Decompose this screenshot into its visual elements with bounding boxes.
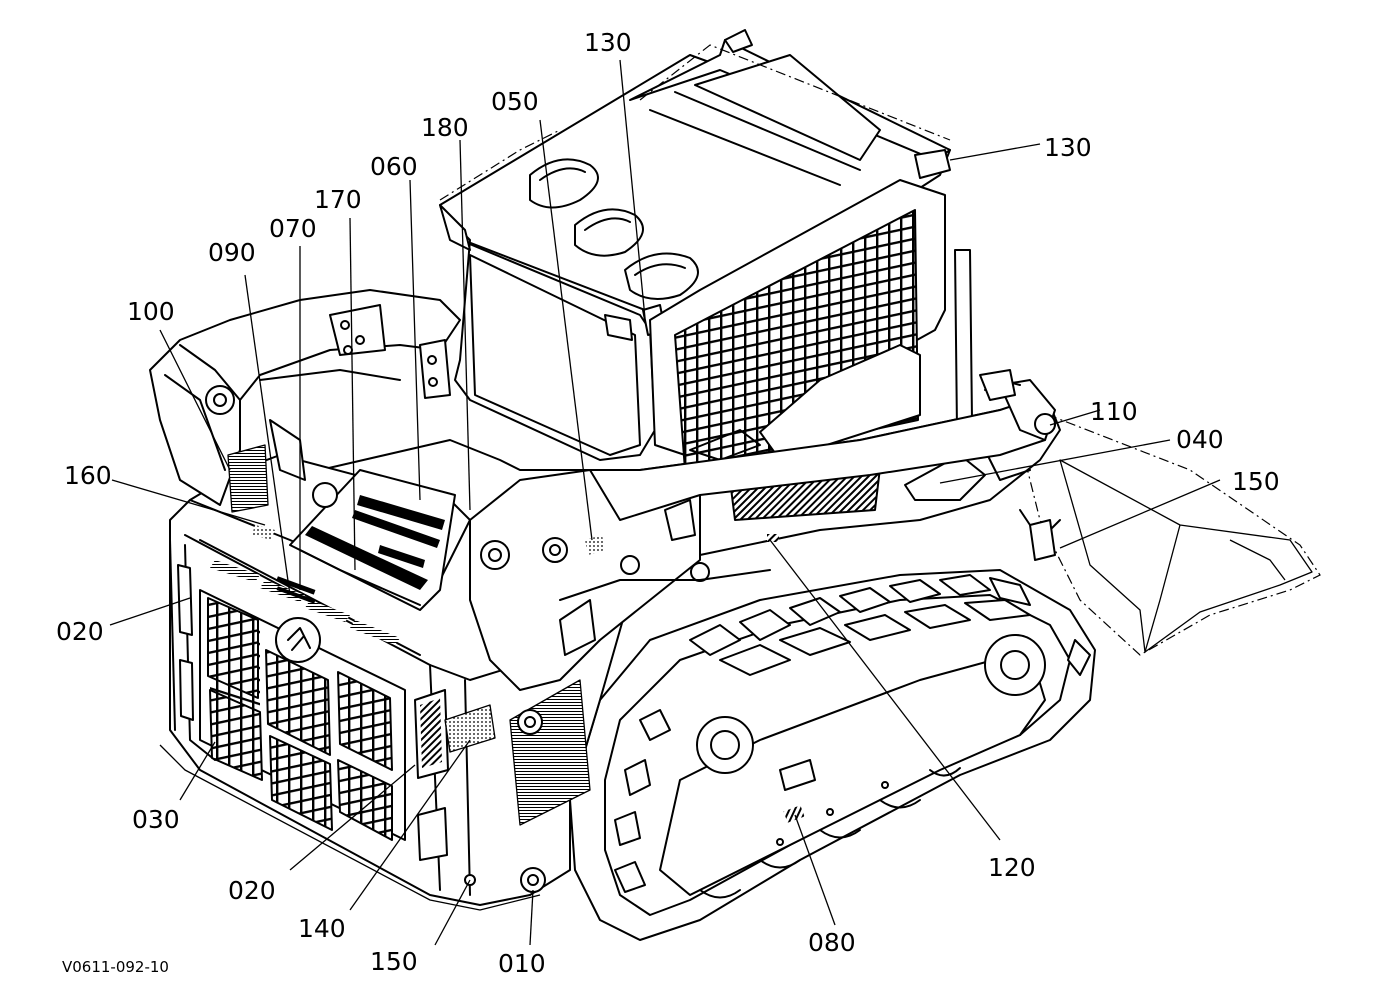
callout-050: 050 xyxy=(491,87,539,116)
radiator-grille xyxy=(207,597,393,841)
callout-090: 090 xyxy=(208,238,256,267)
callout-020-left: 020 xyxy=(56,617,104,646)
callout-110: 110 xyxy=(1090,397,1138,426)
leader-lines xyxy=(109,59,1221,946)
callout-020-bottom: 020 xyxy=(228,876,276,905)
callout-080: 080 xyxy=(808,928,856,957)
left-loader-arm xyxy=(149,289,461,513)
callout-070: 070 xyxy=(269,214,317,243)
bucket xyxy=(1009,399,1321,656)
callout-180: 180 xyxy=(421,113,469,142)
callout-labels: 130 130 050 180 060 170 070 090 100 160 … xyxy=(56,28,1280,978)
crawler-track xyxy=(569,569,1096,941)
callout-140: 140 xyxy=(298,914,346,943)
lift-arm-front xyxy=(589,369,1056,521)
callout-030: 030 xyxy=(132,805,180,834)
callout-130-top: 130 xyxy=(584,28,632,57)
callout-150-right: 150 xyxy=(1232,467,1280,496)
callout-060: 060 xyxy=(370,152,418,181)
callout-100: 100 xyxy=(127,297,175,326)
callout-160: 160 xyxy=(64,461,112,490)
callout-130-right: 130 xyxy=(1044,133,1092,162)
figure-code: V0611-092-10 xyxy=(62,958,169,976)
callout-040: 040 xyxy=(1176,425,1224,454)
callout-010: 010 xyxy=(498,949,546,978)
callout-150-bottom: 150 xyxy=(370,947,418,976)
callout-170: 170 xyxy=(314,185,362,214)
callout-120: 120 xyxy=(988,853,1036,882)
